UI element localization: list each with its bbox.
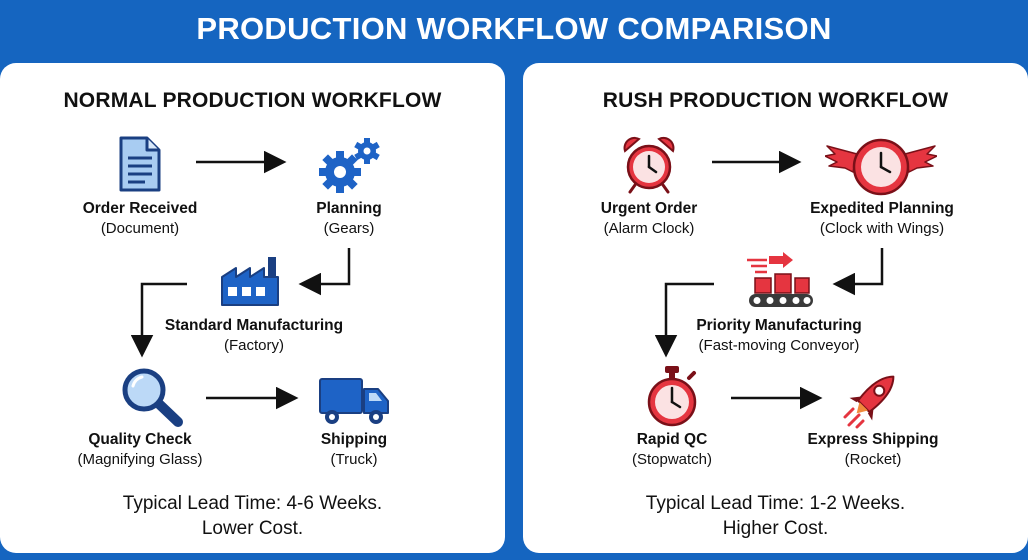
- truck-icon: [319, 378, 389, 424]
- page-title: PRODUCTION WORKFLOW COMPARISON: [196, 11, 832, 46]
- step-urgent-order: Urgent Order (Alarm Clock): [600, 200, 698, 237]
- step-planning: Planning (Gears): [316, 200, 382, 237]
- normal-footer: Typical Lead Time: 4-6 Weeks. Lower Cost…: [0, 491, 505, 541]
- conveyor-icon: [747, 252, 813, 307]
- arrow-planning-to-manufacturing: [298, 248, 351, 296]
- stopwatch-icon: [647, 366, 697, 427]
- step-standard-manufacturing: Standard Manufacturing (Factory): [164, 317, 344, 354]
- rush-workflow-panel: RUSH PRODUCTION WORKFLOW Urgent Order (A…: [523, 63, 1028, 553]
- step-order-received: Order Received (Document): [82, 200, 198, 237]
- rush-cost: Higher Cost.: [722, 518, 829, 539]
- gears-icon: [319, 138, 380, 193]
- factory-icon: [221, 257, 279, 306]
- step-express-shipping: Express Shipping (Rocket): [807, 431, 939, 468]
- step-rapid-qc: Rapid QC (Stopwatch): [631, 431, 713, 468]
- step-priority-manufacturing: Priority Manufacturing (Fast-moving Conv…: [696, 317, 862, 354]
- normal-lead-time: Typical Lead Time: 4-6 Weeks.: [122, 493, 383, 514]
- normal-panel-title: NORMAL PRODUCTION WORKFLOW: [63, 89, 442, 112]
- normal-workflow-panel: NORMAL PRODUCTION WORKFLOW Order Receive…: [0, 63, 505, 553]
- arrow-expedited-to-priority: [832, 248, 884, 296]
- rush-panel-title: RUSH PRODUCTION WORKFLOW: [602, 89, 949, 112]
- rocket-icon: [843, 375, 895, 429]
- normal-cost: Lower Cost.: [201, 518, 304, 539]
- rush-lead-time: Typical Lead Time: 1-2 Weeks.: [645, 493, 906, 514]
- step-shipping: Shipping (Truck): [320, 431, 388, 468]
- magnifying-glass-icon: [122, 368, 183, 427]
- step-quality-check: Quality Check (Magnifying Glass): [77, 431, 203, 468]
- winged-clock-icon: [825, 138, 937, 196]
- document-icon: [119, 136, 161, 192]
- rush-footer: Typical Lead Time: 1-2 Weeks. Higher Cos…: [523, 491, 1028, 541]
- step-expedited-planning: Expedited Planning (Clock with Wings): [810, 200, 954, 237]
- alarm-clock-icon: [623, 136, 675, 194]
- normal-flow-arrows: [130, 150, 351, 410]
